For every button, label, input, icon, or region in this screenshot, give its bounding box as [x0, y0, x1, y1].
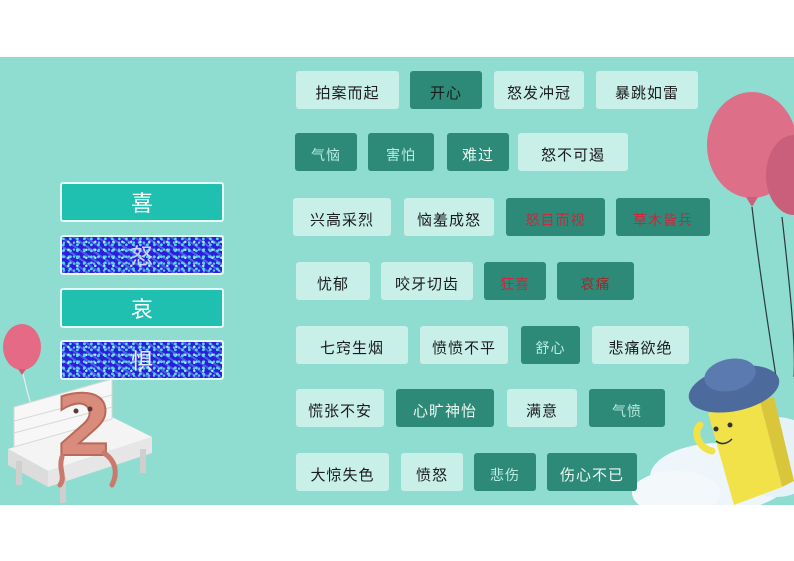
category-label: 哀	[130, 298, 153, 323]
word-label: 慌张不安	[307, 402, 372, 420]
word-label: 怒发冲冠	[506, 84, 571, 102]
word-tile[interactable]: 气愤	[589, 389, 665, 427]
decoration-layer: 2	[3, 92, 794, 505]
word-tile[interactable]: 大惊失色	[296, 453, 389, 491]
word-label: 忧郁	[316, 275, 349, 293]
word-label: 舒心	[535, 341, 566, 357]
word-tile[interactable]: 慌张不安	[296, 389, 384, 427]
word-label: 愤怒	[415, 466, 448, 484]
word-label: 怒不可遏	[540, 146, 605, 164]
word-tile[interactable]: 气恼	[295, 133, 357, 171]
game-board: 2	[0, 57, 794, 505]
word-label: 暴跳如雷	[614, 84, 679, 102]
word-label: 悲伤	[490, 468, 520, 484]
word-tile[interactable]: 暴跳如雷	[596, 71, 698, 109]
number-character-icon: 2	[54, 376, 118, 488]
word-tile[interactable]: 咬牙切齿	[381, 262, 473, 300]
word-tile[interactable]: 难过	[447, 133, 509, 171]
word-tile[interactable]: 怒目而视	[506, 198, 605, 236]
category-button-ju[interactable]: 惧	[60, 340, 224, 380]
word-tile[interactable]: 哀痛	[557, 262, 634, 300]
category-label: 惧	[130, 350, 153, 375]
balloons-icon	[707, 92, 794, 378]
word-tile[interactable]: 兴高采烈	[293, 198, 391, 236]
word-tile[interactable]: 伤心不已	[547, 453, 637, 491]
word-label: 大惊失色	[310, 466, 375, 484]
word-tile[interactable]: 忧郁	[296, 262, 370, 300]
word-label: 怒目而视	[525, 213, 586, 229]
word-tile[interactable]: 满意	[507, 389, 577, 427]
word-tile[interactable]: 心旷神怡	[396, 389, 494, 427]
word-label: 愤愤不平	[431, 339, 496, 357]
word-tile[interactable]: 害怕	[368, 133, 434, 171]
word-label: 狂喜	[500, 277, 530, 293]
word-label: 害怕	[386, 148, 416, 164]
category-button-xi[interactable]: 喜	[60, 182, 224, 222]
word-label: 气愤	[612, 404, 642, 420]
word-tile[interactable]: 怒发冲冠	[494, 71, 584, 109]
word-tile[interactable]: 怒不可遏	[518, 133, 628, 171]
word-label: 拍案而起	[315, 84, 380, 102]
word-label: 兴高采烈	[309, 211, 374, 229]
word-label: 恼羞成怒	[416, 211, 481, 229]
category-label: 喜	[130, 192, 153, 217]
category-button-nu[interactable]: 怒	[60, 235, 224, 275]
word-label: 哀痛	[580, 277, 611, 293]
word-label: 难过	[461, 146, 494, 164]
word-tile[interactable]: 愤怒	[401, 453, 463, 491]
word-label: 心旷神怡	[412, 402, 477, 420]
category-label: 怒	[130, 245, 153, 270]
word-tile[interactable]: 狂喜	[484, 262, 546, 300]
word-label: 咬牙切齿	[394, 275, 459, 293]
word-label: 开心	[429, 84, 462, 102]
word-tile[interactable]: 愤愤不平	[420, 326, 508, 364]
category-button-ai[interactable]: 哀	[60, 288, 224, 328]
word-tile[interactable]: 恼羞成怒	[404, 198, 494, 236]
character-number: 2	[55, 377, 113, 475]
bench-icon	[8, 378, 152, 503]
word-label: 七窍生烟	[319, 339, 384, 357]
word-tile[interactable]: 草木皆兵	[616, 198, 710, 236]
word-tile[interactable]: 七窍生烟	[296, 326, 408, 364]
word-tile[interactable]: 开心	[410, 71, 482, 109]
word-label: 伤心不已	[559, 466, 624, 484]
word-label: 悲痛欲绝	[608, 339, 673, 357]
word-tile[interactable]: 拍案而起	[296, 71, 399, 109]
word-label: 气恼	[311, 148, 341, 164]
yellow-character-icon	[688, 358, 794, 505]
word-label: 草木皆兵	[633, 213, 693, 229]
word-label: 满意	[525, 402, 558, 420]
word-tile[interactable]: 舒心	[521, 326, 580, 364]
word-tile[interactable]: 悲痛欲绝	[592, 326, 689, 364]
word-tile[interactable]: 悲伤	[474, 453, 536, 491]
